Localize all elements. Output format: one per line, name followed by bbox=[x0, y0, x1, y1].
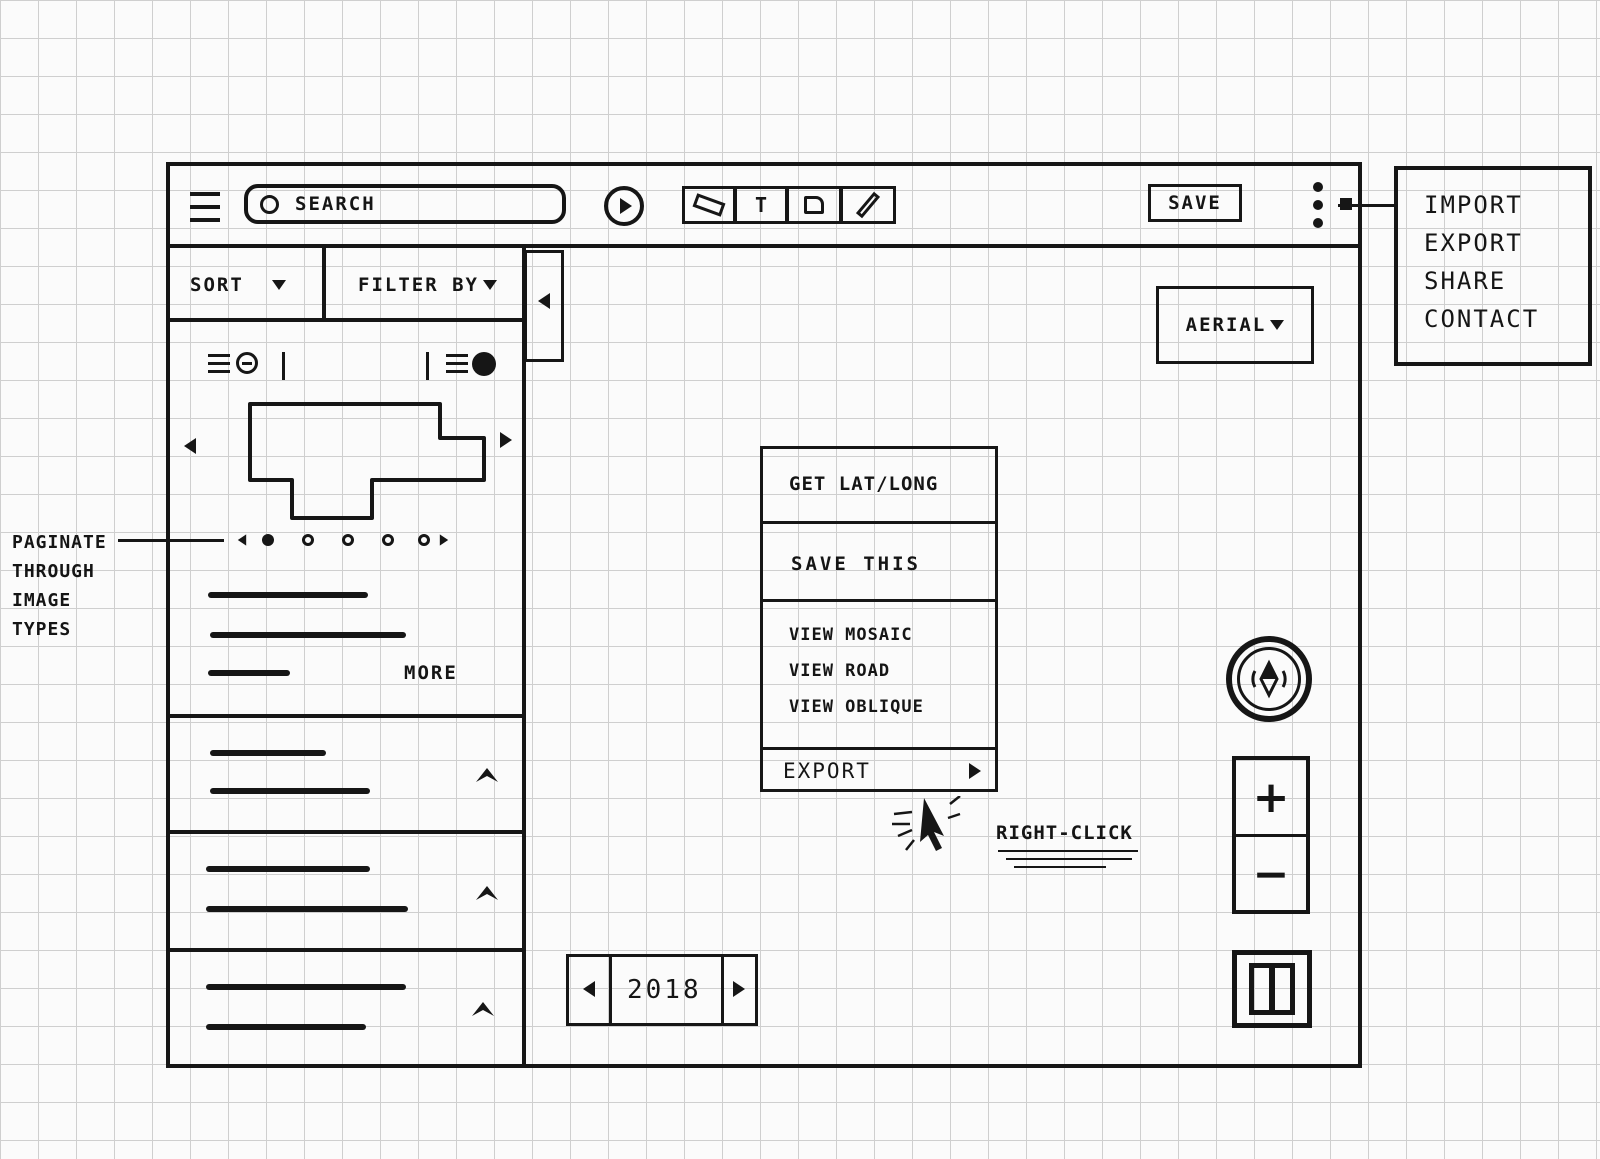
filter-chevron-down-icon bbox=[482, 280, 497, 290]
right-click-underline bbox=[1014, 866, 1106, 868]
overflow-menu-connector bbox=[1338, 204, 1398, 207]
save-button-label: SAVE bbox=[1168, 192, 1222, 214]
paginate-annotation-line bbox=[118, 539, 224, 542]
search-input[interactable]: SEARCH bbox=[244, 184, 566, 224]
list-item-line bbox=[210, 788, 370, 794]
context-menu: GET LAT/LONG SAVE THIS VIEW MOSAIC VIEW … bbox=[760, 446, 998, 792]
split-view-icon bbox=[1249, 963, 1295, 1015]
filter-label: FILTER BY bbox=[358, 274, 479, 296]
prev-year-icon[interactable] bbox=[583, 981, 595, 997]
map-layer-label: AERIAL bbox=[1185, 314, 1267, 336]
expand-item-icon[interactable] bbox=[474, 766, 500, 788]
sidebar-divider bbox=[522, 248, 526, 1068]
sort-chevron-down-icon bbox=[271, 280, 286, 290]
map-layer-chevron-down-icon bbox=[1270, 320, 1285, 330]
split-view-button[interactable] bbox=[1232, 950, 1312, 1028]
search-placeholder: SEARCH bbox=[295, 193, 376, 215]
expand-item-icon[interactable] bbox=[470, 1000, 496, 1022]
list-divider bbox=[166, 948, 524, 952]
app-window bbox=[166, 162, 1362, 1068]
list-item-line bbox=[206, 906, 408, 912]
zoom-in-button[interactable]: + bbox=[1252, 771, 1290, 823]
pagination bbox=[236, 530, 456, 550]
overflow-menu-import[interactable]: IMPORT bbox=[1424, 191, 1523, 219]
sort-label: SORT bbox=[190, 274, 244, 296]
list-item-line bbox=[206, 1024, 366, 1030]
connector-square bbox=[1340, 198, 1352, 210]
chevron-left-icon bbox=[538, 293, 550, 309]
search-icon bbox=[260, 194, 279, 214]
shape-icon bbox=[804, 196, 824, 214]
card-text-line bbox=[208, 592, 368, 598]
list-divider bbox=[166, 830, 524, 834]
shape-tool-button[interactable] bbox=[786, 186, 842, 224]
expand-item-icon[interactable] bbox=[474, 884, 500, 906]
compass-rotate-button[interactable] bbox=[1226, 636, 1312, 722]
overflow-menu-contact[interactable]: CONTACT bbox=[1424, 305, 1540, 333]
sort-filter-divider bbox=[322, 248, 326, 320]
play-icon bbox=[620, 198, 632, 214]
year-label: 2018 bbox=[627, 975, 702, 1005]
context-menu-view-mosaic[interactable]: VIEW MOSAIC bbox=[789, 625, 913, 645]
context-menu-view-oblique[interactable]: VIEW OBLIQUE bbox=[789, 697, 924, 717]
list-item-line bbox=[206, 984, 406, 990]
list-item-line bbox=[210, 750, 326, 756]
pagination-dot-4[interactable] bbox=[382, 534, 394, 546]
ruler-icon bbox=[692, 193, 726, 217]
right-click-annotation: RIGHT-CLICK bbox=[996, 822, 1133, 844]
overflow-menu-export[interactable]: EXPORT bbox=[1424, 229, 1523, 257]
context-menu-save-this[interactable]: SAVE THIS bbox=[791, 553, 921, 575]
prev-image-icon[interactable] bbox=[184, 438, 196, 454]
map-layer-dropdown[interactable]: AERIAL bbox=[1156, 286, 1314, 364]
overflow-menu: IMPORT EXPORT SHARE CONTACT bbox=[1394, 166, 1592, 366]
expand-list-icon[interactable] bbox=[446, 352, 502, 378]
tool-group: T bbox=[682, 186, 896, 224]
card-text-line bbox=[208, 670, 290, 676]
filter-row-divider bbox=[166, 318, 524, 322]
pencil-tool-button[interactable] bbox=[840, 186, 896, 224]
save-button[interactable]: SAVE bbox=[1148, 184, 1242, 222]
card-divider bbox=[166, 714, 524, 718]
slider-tick-right bbox=[426, 352, 429, 380]
card-text-line bbox=[210, 632, 406, 638]
zoom-control: + − bbox=[1232, 756, 1310, 914]
list-item-line bbox=[206, 866, 370, 872]
context-menu-view-road[interactable]: VIEW ROAD bbox=[789, 661, 891, 681]
image-thumbnail bbox=[248, 402, 488, 522]
compass-icon bbox=[1251, 659, 1287, 699]
next-year-icon[interactable] bbox=[733, 981, 745, 997]
next-image-icon[interactable] bbox=[500, 432, 512, 448]
ruler-tool-button[interactable] bbox=[682, 186, 736, 224]
hamburger-menu-icon[interactable] bbox=[190, 190, 220, 224]
text-tool-icon: T bbox=[754, 193, 768, 217]
kebab-menu-icon[interactable] bbox=[1310, 180, 1326, 230]
pagination-dot-3[interactable] bbox=[342, 534, 354, 546]
play-button[interactable] bbox=[604, 186, 644, 226]
context-menu-get-lat-long[interactable]: GET LAT/LONG bbox=[789, 473, 939, 495]
right-click-underline bbox=[1006, 858, 1132, 860]
collapse-list-icon[interactable] bbox=[208, 352, 264, 378]
pencil-icon bbox=[855, 191, 881, 219]
slider-tick-left bbox=[282, 352, 285, 380]
mouse-cursor-icon bbox=[892, 795, 962, 860]
sort-dropdown[interactable]: SORT bbox=[190, 268, 310, 302]
pagination-dot-1[interactable] bbox=[262, 534, 274, 546]
pagination-next-icon[interactable] bbox=[439, 534, 449, 546]
pagination-prev-icon[interactable] bbox=[237, 534, 247, 546]
overflow-menu-share[interactable]: SHARE bbox=[1424, 267, 1507, 295]
text-tool-button[interactable]: T bbox=[734, 186, 788, 224]
collapse-sidebar-button[interactable] bbox=[524, 250, 564, 362]
year-selector: 2018 bbox=[566, 954, 758, 1026]
building-footprint-shape bbox=[248, 402, 486, 520]
filter-dropdown[interactable]: FILTER BY bbox=[358, 268, 528, 302]
pagination-dot-2[interactable] bbox=[302, 534, 314, 546]
context-menu-export[interactable]: EXPORT bbox=[783, 759, 871, 783]
paginate-annotation: PAGINATE THROUGH IMAGE TYPES bbox=[12, 532, 107, 640]
zoom-out-button[interactable]: − bbox=[1252, 848, 1290, 900]
submenu-chevron-right-icon bbox=[969, 763, 981, 779]
more-link[interactable]: MORE bbox=[404, 662, 458, 684]
right-click-underline bbox=[998, 850, 1138, 852]
header-divider bbox=[166, 244, 1362, 248]
pagination-dot-5[interactable] bbox=[418, 534, 430, 546]
